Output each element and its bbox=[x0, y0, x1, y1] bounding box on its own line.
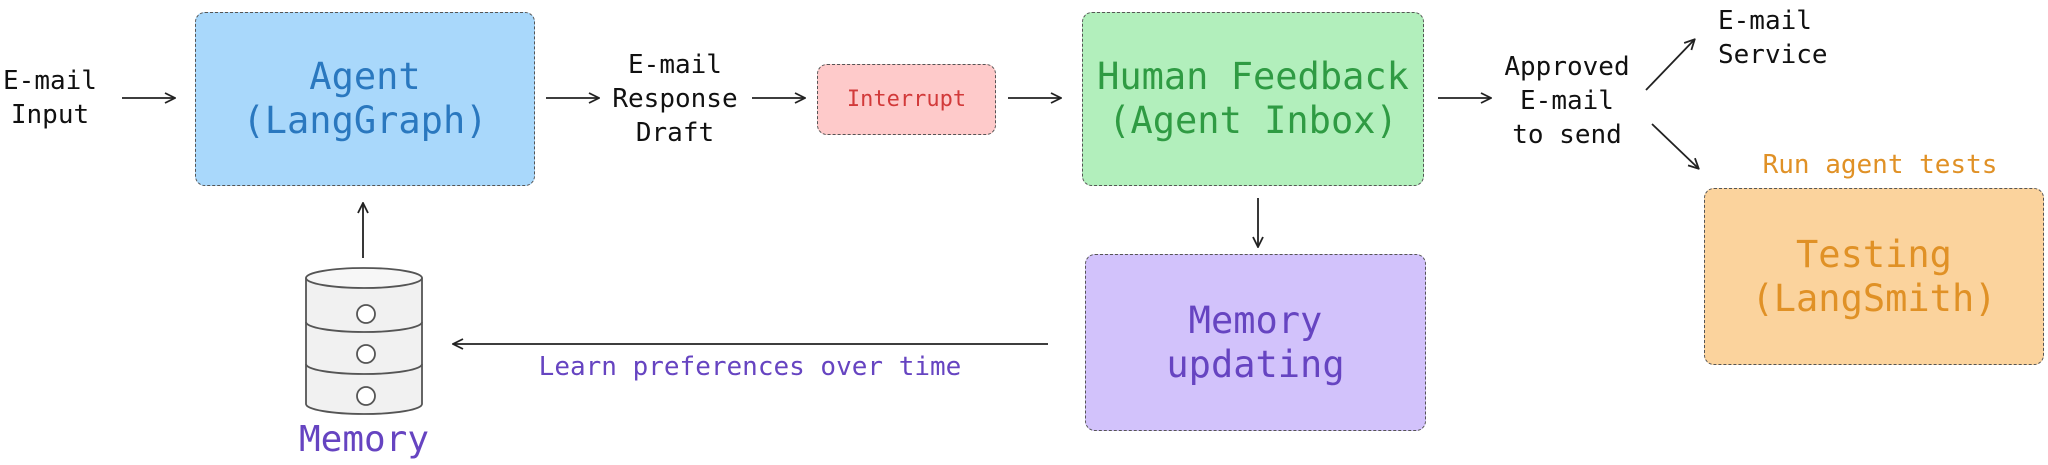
arrow-approved-to-testing bbox=[1651, 123, 1698, 168]
email-input-label: E-mail Input bbox=[3, 66, 97, 130]
arrow-approved-to-service bbox=[1645, 40, 1694, 91]
approved-email-label: Approved E-mail to send bbox=[1504, 52, 1630, 150]
email-service-label: E-mail Service bbox=[1718, 6, 1828, 70]
memory-updating-node: Memory updating bbox=[1085, 254, 1426, 431]
interrupt-node: Interrupt bbox=[817, 64, 996, 135]
response-draft-label: E-mail Response Draft bbox=[612, 50, 738, 148]
human-feedback-node: Human Feedback (Agent Inbox) bbox=[1082, 12, 1424, 186]
agent-node: Agent (LangGraph) bbox=[195, 12, 535, 186]
run-agent-tests-label: Run agent tests bbox=[1762, 150, 1998, 180]
testing-node: Testing (LangSmith) bbox=[1704, 188, 2044, 365]
memory-label: Memory bbox=[298, 419, 430, 460]
database-cylinder-icon bbox=[305, 267, 423, 415]
learn-preferences-label: Learn preferences over time bbox=[538, 352, 962, 382]
